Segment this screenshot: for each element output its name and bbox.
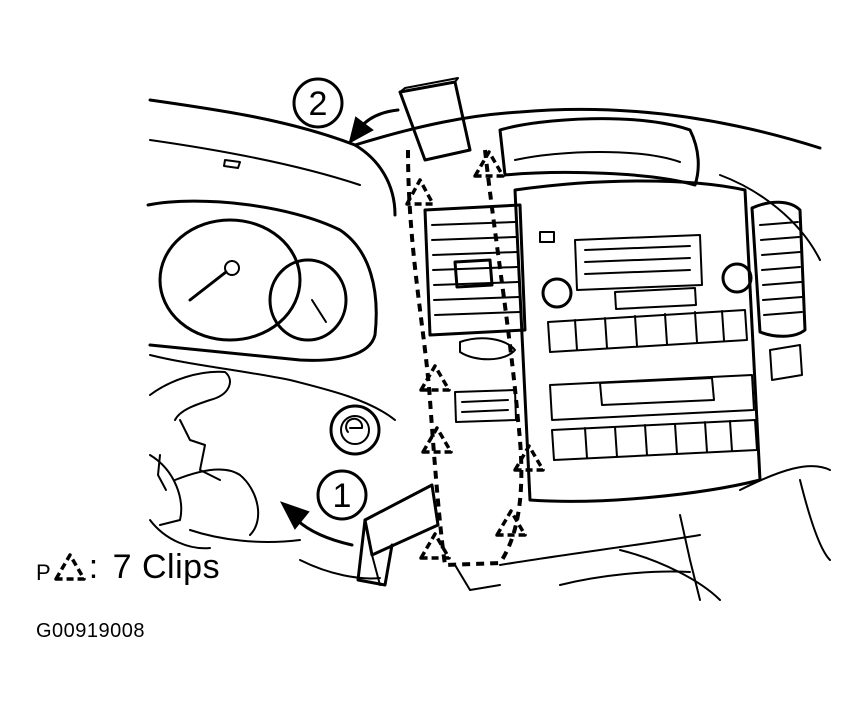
tachometer-gauge	[268, 258, 348, 342]
clip-marker	[495, 509, 527, 537]
removed-lower-cover	[356, 483, 440, 587]
climate-display-row	[549, 374, 755, 421]
clip-marker	[419, 364, 451, 392]
step-2-number: 2	[309, 85, 328, 123]
speedometer-gauge	[158, 218, 302, 342]
tachometer-needle	[311, 299, 327, 323]
step-2-callout: 2	[292, 77, 344, 129]
tuning-knob	[721, 262, 753, 294]
clip-marker	[421, 426, 453, 454]
arrow-step-2	[348, 108, 400, 144]
clips-legend: P : 7 Clips	[36, 545, 220, 589]
climate-button-row	[551, 419, 758, 461]
lower-console	[299, 514, 721, 601]
instrument-cluster	[146, 199, 378, 362]
radio-display	[574, 234, 703, 291]
legend-prefix: P	[36, 560, 51, 585]
cassette-slot	[614, 287, 697, 310]
figure-code: G00919008	[36, 620, 146, 642]
volume-knob	[541, 277, 573, 309]
dashboard-outline	[148, 98, 822, 217]
display-hood	[498, 117, 700, 187]
left-center-vent	[423, 203, 527, 423]
arrow-step-1	[279, 501, 354, 547]
gauge-needle-hub	[224, 260, 240, 276]
clip-markers	[405, 150, 545, 560]
audio-control-unit	[513, 179, 762, 503]
clip-marker	[473, 150, 505, 178]
steering-column-area	[149, 354, 396, 550]
small-indicator	[539, 231, 555, 243]
legend-text: 7 Clips	[112, 548, 221, 586]
clip-marker	[405, 178, 435, 206]
center-cluster-panel	[406, 117, 700, 568]
step-1-number: 1	[333, 477, 352, 515]
legend-colon: :	[88, 548, 99, 586]
dashed-triangle-icon	[53, 553, 86, 581]
clip-marker	[419, 532, 451, 560]
clip-marker	[513, 444, 545, 472]
gauge-needle	[188, 270, 228, 302]
removed-top-trim	[398, 77, 472, 162]
right-vent	[719, 174, 831, 561]
ignition-switch	[329, 404, 381, 456]
step-1-callout: 1	[316, 469, 368, 521]
preset-button-row	[547, 309, 748, 353]
